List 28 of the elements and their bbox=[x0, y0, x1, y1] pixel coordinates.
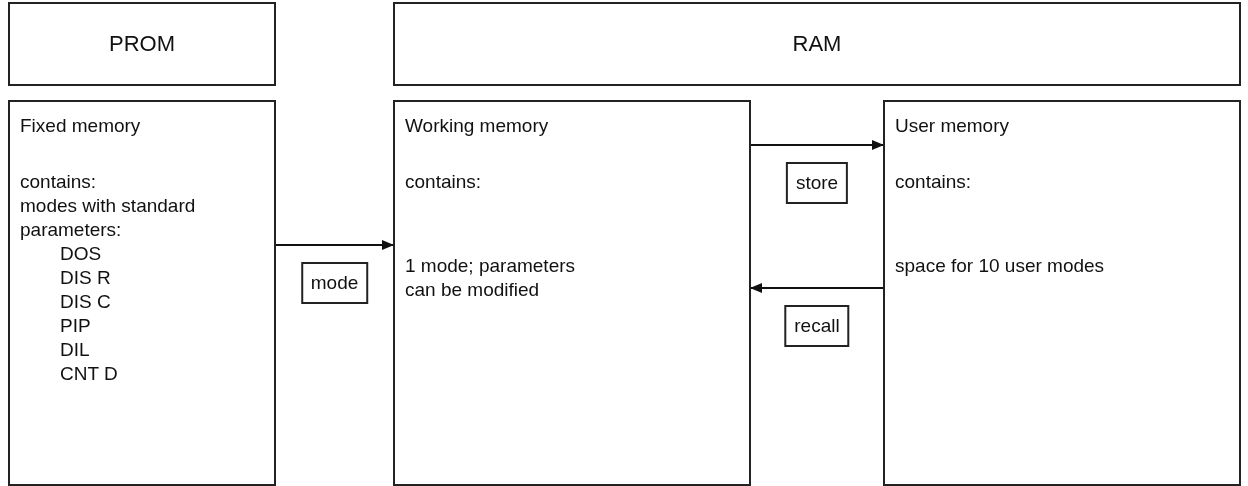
edge-label: store bbox=[785, 162, 849, 204]
memory-box bbox=[393, 100, 751, 486]
header-text: RAM bbox=[792, 31, 842, 57]
box-title: Fixed memory bbox=[20, 114, 142, 138]
edge-label: recall bbox=[784, 305, 850, 347]
box-title: Working memory bbox=[405, 114, 550, 138]
edge-label: mode bbox=[300, 262, 369, 304]
list-item: CNT D bbox=[59, 362, 119, 386]
list-item: DIS C bbox=[59, 290, 112, 314]
box-text: space for 10 user modes bbox=[895, 254, 1106, 278]
box-text: modes with standard parameters: bbox=[20, 194, 197, 242]
list-item: PIP bbox=[59, 314, 92, 338]
list-item: DOS bbox=[59, 242, 103, 266]
box-text: contains: bbox=[405, 170, 483, 194]
arrow bbox=[750, 283, 884, 293]
arrow bbox=[750, 140, 884, 150]
arrow bbox=[275, 240, 394, 250]
box-text: contains: bbox=[20, 170, 98, 194]
memory-header-box bbox=[393, 2, 1241, 86]
box-title: User memory bbox=[895, 114, 1010, 138]
memory-header-box bbox=[8, 2, 276, 86]
box-text: 1 mode; parameters can be modified bbox=[405, 254, 577, 302]
box-text: contains: bbox=[895, 170, 973, 194]
list-item: DIL bbox=[59, 338, 91, 362]
list-item: DIS R bbox=[59, 266, 112, 290]
memory-box bbox=[8, 100, 276, 486]
memory-box bbox=[883, 100, 1241, 486]
header-text: PROM bbox=[109, 31, 175, 57]
